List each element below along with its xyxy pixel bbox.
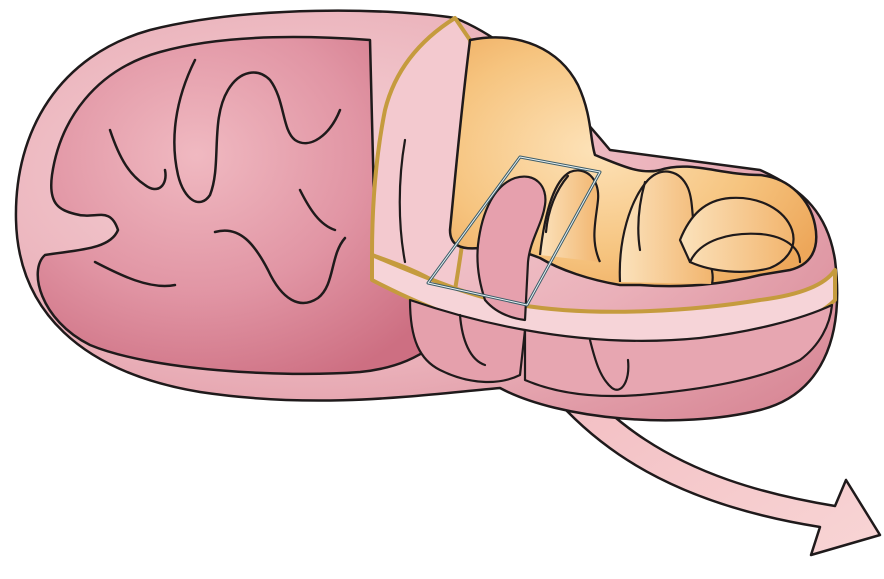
mitochondrion-illustration	[0, 0, 884, 579]
diagram-canvas	[0, 0, 884, 579]
